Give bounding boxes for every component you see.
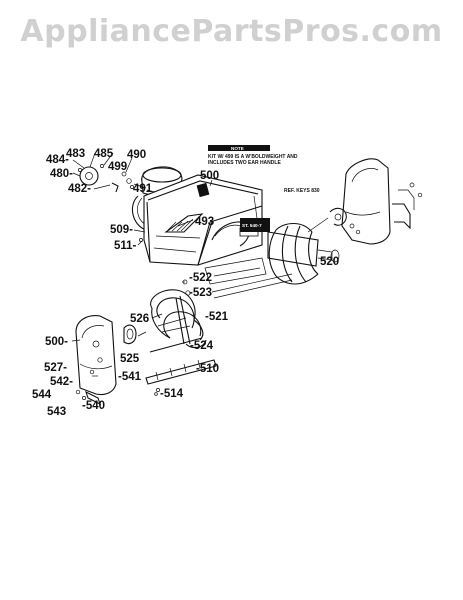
tag-note-box bbox=[240, 218, 270, 232]
leader-lines bbox=[71, 152, 213, 377]
ref-keys-note: REF. KEYS 830 bbox=[284, 188, 320, 194]
part-label-482: 482- bbox=[68, 183, 91, 195]
part-label-542: 542- bbox=[50, 376, 73, 388]
part-label-522: -522 bbox=[189, 272, 212, 284]
part-label-499: 499 bbox=[108, 161, 127, 173]
part-label-527: 527- bbox=[44, 362, 67, 374]
part-label-485: 485 bbox=[94, 148, 114, 160]
part-label-541: -541 bbox=[118, 371, 142, 383]
part-label-493: 493 bbox=[195, 216, 214, 228]
part-label-524: -524 bbox=[190, 340, 214, 352]
left-side-plate bbox=[75, 315, 147, 406]
notes: NOTE KIT W/ 499 IS A W'BOLDWEIGHT AND IN… bbox=[208, 145, 320, 232]
part-label-500-bottom: 500- bbox=[45, 336, 68, 348]
part-label-525: 525 bbox=[120, 353, 140, 365]
note-box-header bbox=[208, 145, 270, 151]
part-label-520: 520 bbox=[320, 256, 339, 268]
watermark: AppliancePartsPros.com bbox=[20, 14, 443, 49]
part-label-543: 543 bbox=[47, 406, 66, 418]
part-label-491: 491 bbox=[133, 183, 153, 195]
part-label-523: -523 bbox=[189, 287, 212, 299]
part-label-510: -510 bbox=[196, 363, 219, 375]
part-label-514: -514 bbox=[160, 388, 184, 400]
note-box-line2: INCLUDES TWO EAR HANDLE bbox=[208, 160, 281, 166]
right-side-plate bbox=[307, 158, 423, 245]
auger-right bbox=[267, 222, 340, 285]
part-label-521: -521 bbox=[205, 311, 229, 323]
note-box-title: NOTE bbox=[231, 146, 244, 151]
tag-note: ST. 540-7 bbox=[242, 223, 262, 228]
part-label-480: 480- bbox=[50, 168, 73, 180]
part-label-500-top: 500 bbox=[200, 170, 219, 182]
part-label-484: 484- bbox=[46, 154, 69, 166]
part-label-540: -540 bbox=[82, 400, 105, 412]
part-label-509: 509- bbox=[110, 224, 133, 236]
part-label-544: 544 bbox=[32, 389, 52, 401]
part-labels: 483 485 490 484- 499 480- 482- 491 500 4… bbox=[32, 148, 339, 418]
auger-left bbox=[150, 289, 207, 349]
part-label-490: 490 bbox=[127, 149, 146, 161]
note-box-line1: KIT W/ 499 IS A W'BOLDWEIGHT AND bbox=[208, 154, 298, 160]
part-label-511: 511- bbox=[114, 240, 137, 252]
part-label-526: 526 bbox=[130, 313, 149, 325]
part-label-483: 483 bbox=[66, 148, 85, 160]
scraper-bar bbox=[145, 337, 217, 396]
